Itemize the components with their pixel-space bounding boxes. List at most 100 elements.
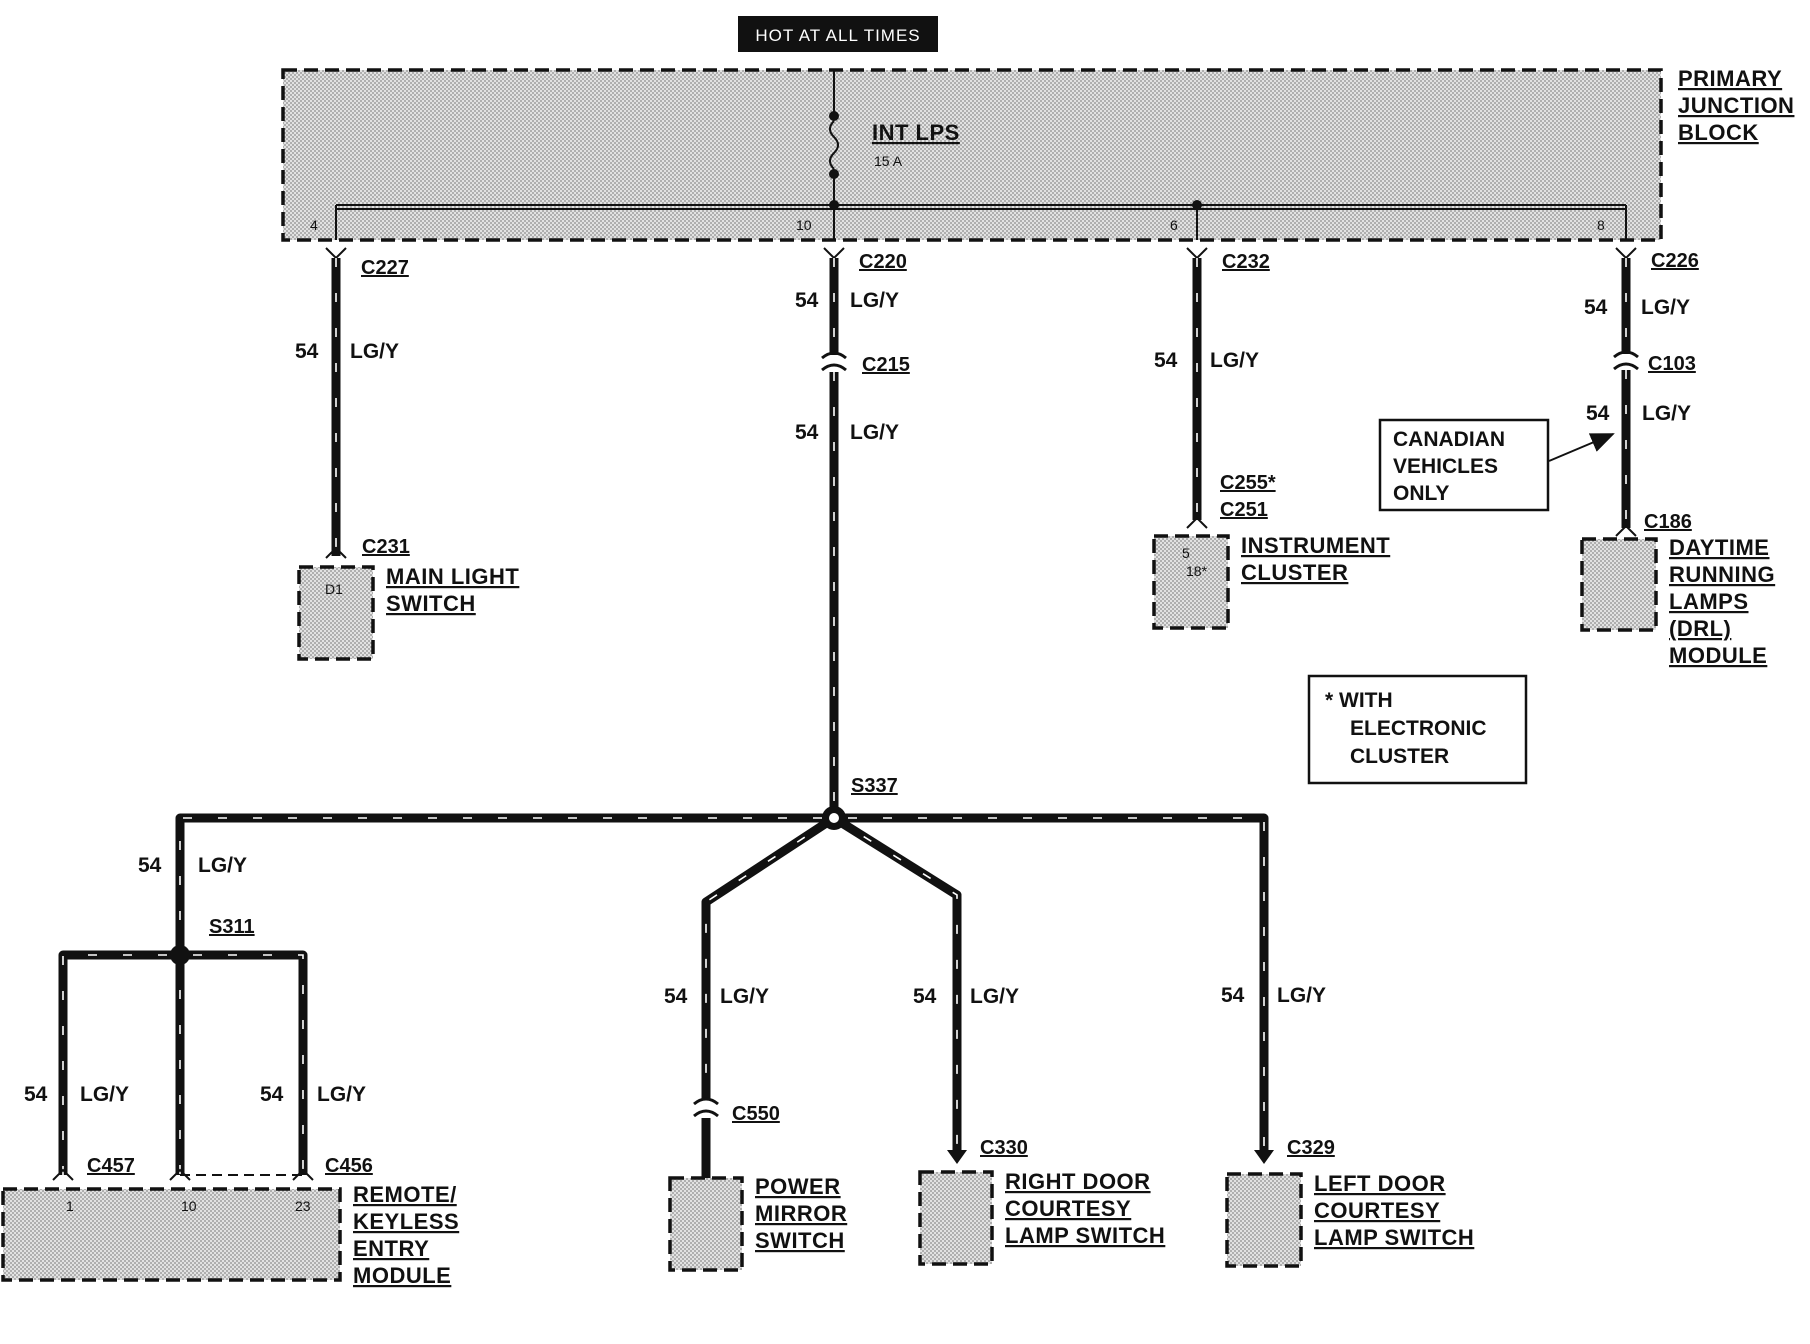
connector-c186: C186 xyxy=(1644,511,1692,533)
rke-pin-23: 23 xyxy=(295,1198,311,1214)
c220-connector-symbol xyxy=(823,247,845,260)
circuit-number: 54 xyxy=(913,985,937,1008)
note-arrow xyxy=(1548,433,1615,462)
canadian-vehicles-note: CANADIAN VEHICLES ONLY xyxy=(1378,418,1615,512)
circuit-number: 54 xyxy=(138,854,162,877)
c232-connector-symbol xyxy=(1186,247,1208,260)
wire-color: LG/Y xyxy=(350,340,399,363)
electronic-note-1: * WITH xyxy=(1325,689,1393,712)
pin-8: 8 xyxy=(1597,217,1605,233)
splice-s337: S337 xyxy=(851,775,898,797)
cluster-pin-2: 18* xyxy=(1186,563,1208,579)
drl-label-1: DAYTIME xyxy=(1669,535,1769,560)
wire-s337-bus xyxy=(175,813,1269,1152)
right-door-label-3: LAMP SWITCH xyxy=(1005,1223,1165,1248)
rke-label-3: ENTRY xyxy=(353,1236,429,1261)
wire-color: LG/Y xyxy=(80,1083,129,1106)
left-door-label-1: LEFT DOOR xyxy=(1314,1171,1446,1196)
right-door-label-1: RIGHT DOOR xyxy=(1005,1169,1151,1194)
mirror-label-2: MIRROR xyxy=(755,1201,847,1226)
drl-label-3: LAMPS xyxy=(1669,589,1749,614)
connector-labels: C227 C220 C232 C226 C215 C103 C231 C255*… xyxy=(87,250,1699,1177)
connector-c329: C329 xyxy=(1287,1137,1335,1159)
rke-label-4: MODULE xyxy=(353,1263,451,1288)
fuse-symbol xyxy=(829,120,839,170)
circuit-number: 54 xyxy=(664,985,688,1008)
mirror-label-3: SWITCH xyxy=(755,1228,845,1253)
hot-at-all-times-badge: HOT AT ALL TIMES xyxy=(738,16,938,52)
primary-junction-block: PRIMARY JUNCTION BLOCK INT LPS 15 A 4 10… xyxy=(281,66,1794,242)
wire-color: LG/Y xyxy=(850,421,899,444)
c227-connector-symbol xyxy=(325,247,347,260)
connector-c330: C330 xyxy=(980,1137,1028,1159)
splice-s311: S311 xyxy=(209,916,255,938)
wire-color: LG/Y xyxy=(720,985,769,1008)
wire-color: LG/Y xyxy=(850,289,899,312)
wire-labels: 54 LG/Y 54 LG/Y 54 LG/Y 54 LG/Y 54 LG/Y … xyxy=(24,289,1691,1106)
right-door-courtesy-lamp-switch: RIGHT DOOR COURTESY LAMP SWITCH xyxy=(918,1169,1165,1266)
canadian-note-1: CANADIAN xyxy=(1393,428,1505,451)
main-light-label-2: SWITCH xyxy=(386,591,476,616)
wire-color: LG/Y xyxy=(1210,349,1259,372)
cluster-label-2: CLUSTER xyxy=(1241,560,1348,585)
connector-c220: C220 xyxy=(859,251,907,273)
connector-c550: C550 xyxy=(732,1103,780,1125)
rke-pin-1: 1 xyxy=(66,1198,74,1214)
instrument-cluster: 5 18* INSTRUMENT CLUSTER xyxy=(1152,533,1390,630)
circuit-number: 54 xyxy=(795,289,819,312)
main-light-pin: D1 xyxy=(325,581,343,597)
circuit-number: 54 xyxy=(295,340,319,363)
right-door-label-2: COURTESY xyxy=(1005,1196,1131,1221)
canadian-note-2: VEHICLES xyxy=(1393,455,1498,478)
c215-inline-symbol xyxy=(821,351,847,372)
fuse-rating: 15 A xyxy=(874,153,903,169)
drl-label-5: MODULE xyxy=(1669,643,1767,668)
connector-c457: C457 xyxy=(87,1155,135,1177)
circuit-number: 54 xyxy=(260,1083,284,1106)
cluster-pin-1: 5 xyxy=(1182,545,1190,561)
wire-color: LG/Y xyxy=(1641,296,1690,319)
connector-c231: C231 xyxy=(362,536,410,558)
main-light-switch: D1 MAIN LIGHT SWITCH xyxy=(297,564,519,661)
canadian-note-3: ONLY xyxy=(1393,482,1449,505)
mirror-label-1: POWER xyxy=(755,1174,841,1199)
left-door-label-3: LAMP SWITCH xyxy=(1314,1225,1474,1250)
left-door-courtesy-lamp-switch: LEFT DOOR COURTESY LAMP SWITCH xyxy=(1225,1171,1474,1268)
wire-right-door xyxy=(831,814,962,1152)
wire-color: LG/Y xyxy=(1642,402,1691,425)
rke-label-2: KEYLESS xyxy=(353,1209,459,1234)
connector-c226: C226 xyxy=(1651,250,1699,272)
wire-color: LG/Y xyxy=(198,854,247,877)
hot-label: HOT AT ALL TIMES xyxy=(755,26,920,45)
electronic-note-2: ELECTRONIC xyxy=(1350,717,1487,740)
main-light-label-1: MAIN LIGHT xyxy=(386,564,519,589)
left-door-label-2: COURTESY xyxy=(1314,1198,1440,1223)
electronic-cluster-note: * WITH ELECTRONIC CLUSTER xyxy=(1307,674,1528,785)
wire-color: LG/Y xyxy=(317,1083,366,1106)
electronic-note-3: CLUSTER xyxy=(1350,745,1449,768)
c226-connector-symbol xyxy=(1615,247,1637,260)
s311-splice xyxy=(170,945,190,965)
wire-color: LG/Y xyxy=(1277,984,1326,1007)
pin-4: 4 xyxy=(310,217,318,233)
connector-c103: C103 xyxy=(1648,353,1696,375)
drl-label-4: (DRL) xyxy=(1669,616,1731,641)
junction-label-2: JUNCTION xyxy=(1678,93,1794,118)
power-mirror-switch: POWER MIRROR SWITCH xyxy=(668,1174,847,1272)
wire-color: LG/Y xyxy=(970,985,1019,1008)
circuit-number: 54 xyxy=(24,1083,48,1106)
circuit-number: 54 xyxy=(1584,296,1608,319)
circuit-number: 54 xyxy=(1154,349,1178,372)
rke-pin-10: 10 xyxy=(181,1198,197,1214)
circuit-number: 54 xyxy=(795,421,819,444)
junction-label-3: BLOCK xyxy=(1678,120,1759,145)
drl-module: DAYTIME RUNNING LAMPS (DRL) MODULE xyxy=(1580,535,1775,668)
circuit-number: 54 xyxy=(1221,984,1245,1007)
connector-c255: C255* xyxy=(1220,472,1276,494)
connector-c232: C232 xyxy=(1222,251,1270,273)
junction-label-1: PRIMARY xyxy=(1678,66,1782,91)
cluster-label-1: INSTRUMENT xyxy=(1241,533,1390,558)
pin-6: 6 xyxy=(1170,217,1178,233)
pin-10: 10 xyxy=(796,217,812,233)
